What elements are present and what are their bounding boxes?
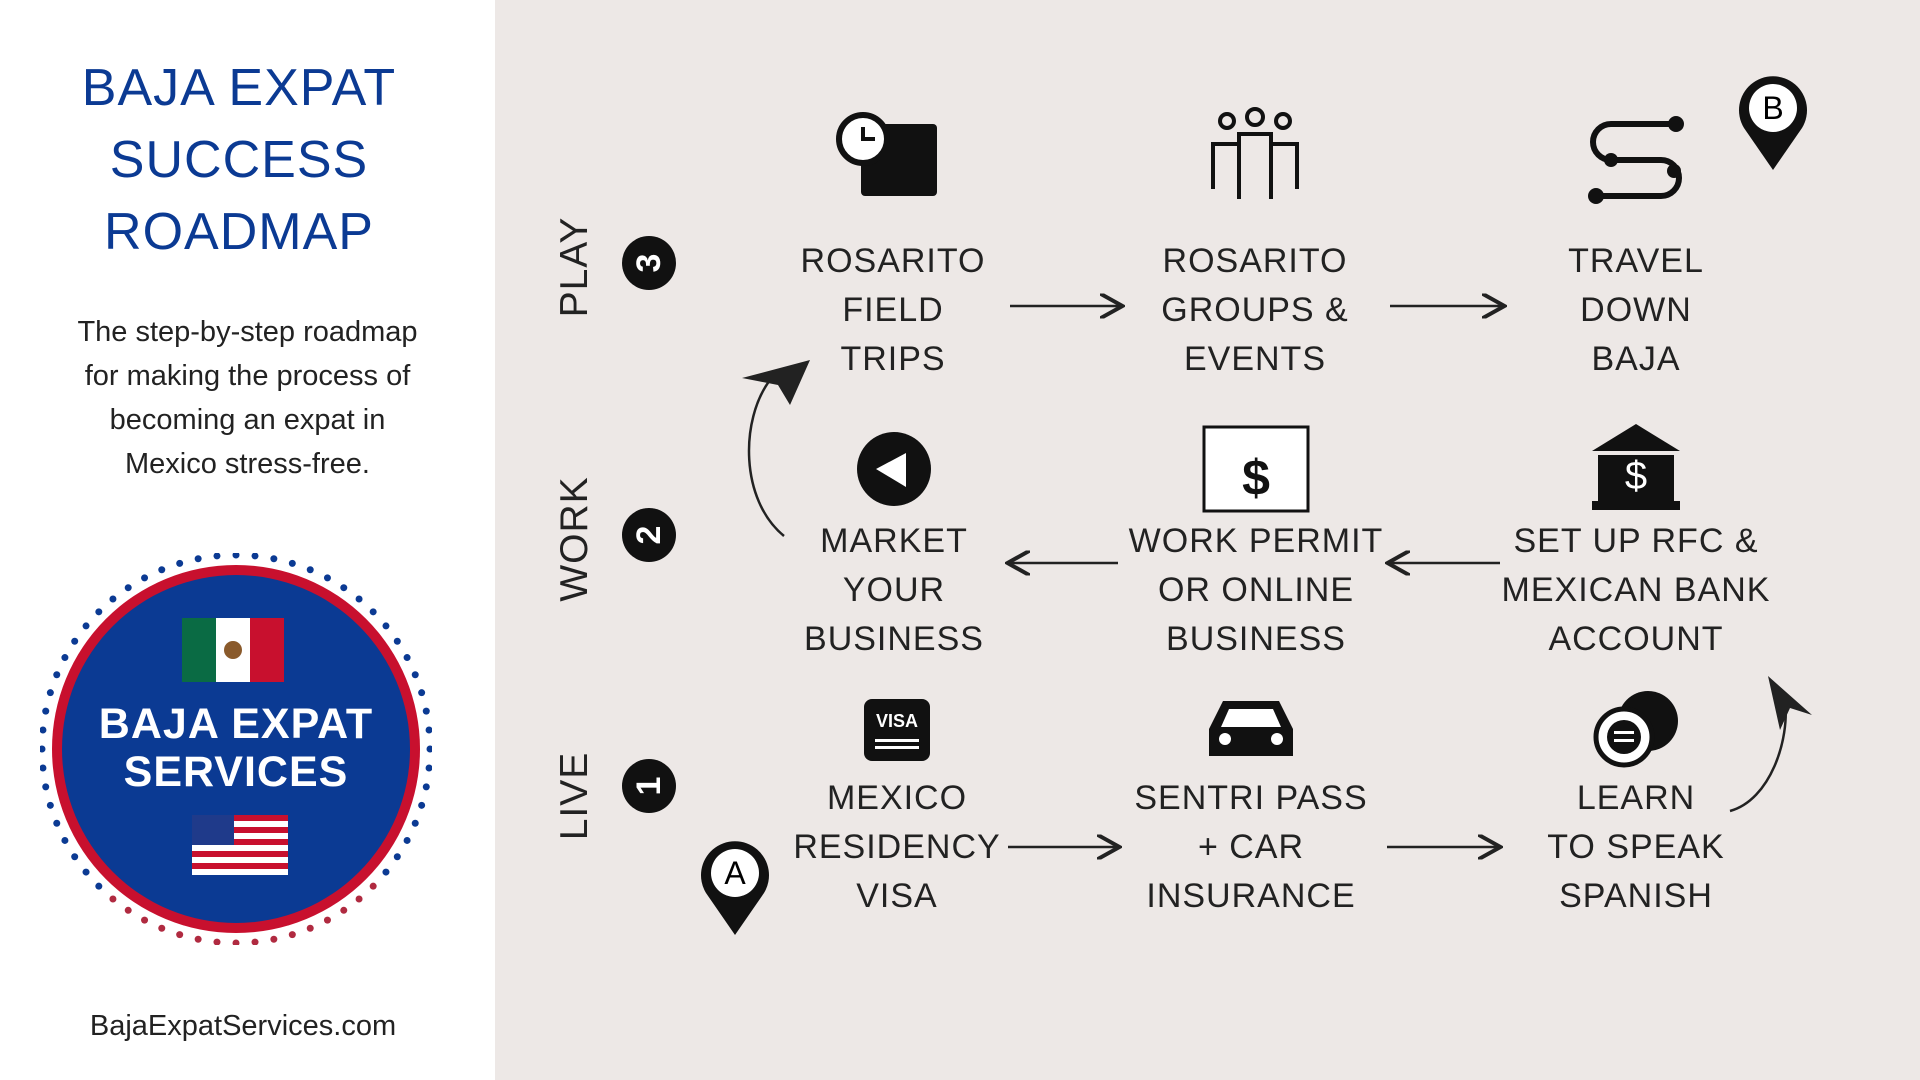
arrowhead <box>742 360 810 405</box>
pin-a-icon: A <box>701 841 770 935</box>
pin-b-icon: B <box>1739 76 1807 170</box>
svg-text:$: $ <box>1625 454 1647 498</box>
svg-text:VISA: VISA <box>876 711 918 731</box>
visa-card-icon: VISA <box>864 699 930 761</box>
megaphone-icon <box>857 432 931 506</box>
group-icon <box>1211 107 1299 199</box>
car-icon <box>1209 701 1293 756</box>
svg-text:$: $ <box>1242 450 1270 506</box>
browser-dollar-icon: $ <box>1202 425 1310 513</box>
left-panel: BAJA EXPAT SUCCESS ROADMAP The step-by-s… <box>0 0 495 1080</box>
calendar-clock-icon <box>836 112 937 196</box>
page-title: BAJA EXPAT SUCCESS ROADMAP <box>81 59 397 261</box>
website-link[interactable]: BajaExpatServices.com <box>89 1010 397 1042</box>
logo-text: BAJA EXPAT SERVICES <box>98 700 374 796</box>
mexico-flag-icon <box>182 618 284 682</box>
logo-badge <box>40 553 432 945</box>
svg-text:A: A <box>724 855 746 891</box>
bank-icon: $ <box>1592 424 1680 510</box>
curved-arrow-up <box>747 379 785 537</box>
arrowhead <box>1768 676 1812 730</box>
chat-bubbles-icon <box>1593 691 1678 768</box>
route-icon <box>1588 116 1684 204</box>
usa-flag-icon <box>192 815 288 875</box>
description: The step-by-step roadmap for making the … <box>77 316 418 480</box>
svg-text:B: B <box>1762 90 1783 126</box>
